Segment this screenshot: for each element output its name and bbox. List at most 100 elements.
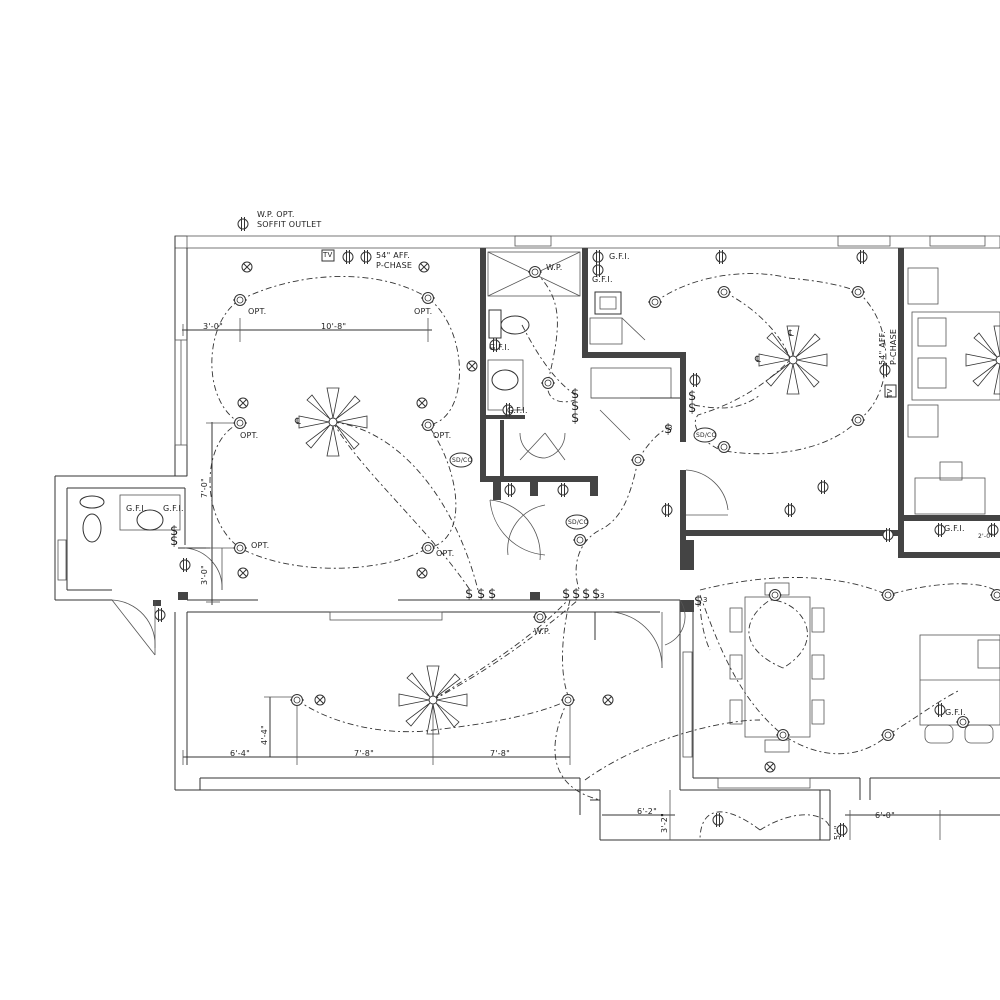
gfi-label: G.F.I.: [945, 708, 966, 717]
switch-icon: $: [170, 534, 178, 549]
outlet-icon: [715, 249, 727, 265]
gfi-label: G.F.I.: [489, 343, 510, 352]
light-icon: [850, 414, 866, 426]
switch-3way-label: 3: [703, 596, 708, 604]
doors: [111, 409, 729, 669]
opt-label: OPT.: [414, 307, 433, 316]
gfi-label: G.F.I.: [609, 252, 630, 261]
smoke-detector-label: SD/CO: [696, 432, 717, 439]
outlet-icon: [934, 702, 946, 718]
light-icon: [630, 454, 646, 466]
switch-3way-label: 3: [668, 424, 673, 432]
outlet-icon: [154, 607, 166, 623]
outlet-icon: [504, 482, 516, 498]
light-icon: [532, 611, 548, 623]
dimension-label: 3'-0": [200, 565, 209, 585]
opt-label: OPT.: [436, 549, 455, 558]
switch-icon: $: [582, 587, 590, 602]
tv-aff-note-top-1: 54" AFF.: [376, 251, 410, 260]
light-icon: [989, 589, 1000, 601]
junction-icon: [418, 261, 430, 273]
wp-label: W.P.: [534, 627, 551, 636]
light-icon: [716, 286, 732, 298]
switch-icon: $: [571, 399, 579, 414]
switch-icon: $: [688, 401, 696, 416]
switch-icon: $: [571, 387, 579, 402]
junction-icon: [314, 694, 326, 706]
dimension-label: 7'-0": [200, 478, 209, 498]
light-icon: [647, 296, 663, 308]
junction-icon: [237, 567, 249, 579]
switch-icon: $: [688, 389, 696, 404]
light-icon: [880, 729, 896, 741]
dimension-label: 7'-8": [354, 749, 374, 758]
dimension-label: 6'-4": [230, 749, 250, 758]
light-icon: [289, 694, 305, 706]
fan-icon-master: [298, 387, 368, 457]
tv-label: TV: [886, 388, 894, 398]
outlet-icon: [592, 249, 604, 265]
junction-icon: [241, 261, 253, 273]
tv-aff-note-right-1: 54" AFF.: [878, 331, 887, 365]
tv-aff-note-top-2: P-CHASE: [376, 261, 413, 270]
fan-icon-right: [965, 325, 1000, 395]
switch-icon: $: [571, 411, 579, 426]
switch-icon: $: [170, 524, 178, 539]
tv-aff-note-right-2: P-CHASE: [889, 328, 898, 365]
outlet-icon: [817, 479, 829, 495]
tv-boxes: [321, 249, 897, 398]
light-icon: [560, 694, 576, 706]
dimension-label: 3'-0": [203, 322, 223, 331]
outlet-icon: [689, 372, 701, 388]
light-icon: [232, 417, 248, 429]
light-icon: [420, 419, 436, 431]
opt-label: OPT.: [433, 431, 452, 440]
switch-icon: $: [572, 587, 580, 602]
dimension-lines: [182, 318, 1000, 840]
outlet-icon: [557, 482, 569, 498]
centerline-icon: ℄: [755, 355, 761, 365]
switch-icon: $: [465, 587, 473, 602]
dimension-label: 10'-8": [321, 322, 347, 331]
soffit-note-line2: SOFFIT OUTLET: [257, 220, 322, 229]
switch-3way-label: 3: [600, 592, 605, 600]
switch-icon: $: [694, 594, 702, 609]
outlet-icon: [342, 249, 354, 265]
light-icon: [420, 542, 436, 554]
light-icon: [540, 377, 556, 389]
switch-icon: $: [592, 587, 600, 602]
dimension-label: 5'-": [833, 825, 842, 840]
smoke-detector-label: SD/CO: [568, 519, 589, 526]
smoke-detectors: [449, 427, 717, 530]
gfi-label: G.F.I.: [944, 524, 965, 533]
light-icon: [767, 589, 783, 601]
junction-icon: [416, 567, 428, 579]
outlet-icon: [712, 812, 724, 828]
junction-icon: [764, 761, 776, 773]
junction-lights: [237, 261, 776, 773]
plumbing-fixtures: [79, 251, 646, 543]
light-icon: [880, 589, 896, 601]
outlet-icon: [237, 216, 249, 232]
switch-icon: $: [664, 422, 672, 437]
dimension-label: 4'-4": [260, 725, 269, 745]
junction-icon: [466, 360, 478, 372]
dimension-label: 7'-8": [490, 749, 510, 758]
light-icon: [716, 441, 732, 453]
junction-icon: [416, 397, 428, 409]
light-icon: [850, 286, 866, 298]
dimension-label: 2'-0": [978, 533, 994, 540]
switch-icon: $: [562, 587, 570, 602]
outlet-icon: [360, 249, 372, 265]
switch-icon: $: [477, 587, 485, 602]
centerline-icon: ℄: [295, 417, 301, 427]
light-icon: [572, 534, 588, 546]
gfi-label: G.F.I.: [163, 504, 184, 513]
outlet-icon: [784, 502, 796, 518]
opt-label: OPT.: [251, 541, 270, 550]
walls: [54, 235, 1000, 841]
outlet-icon: [179, 557, 191, 573]
dimension-label: 6'-0": [875, 811, 895, 820]
gfi-label: G.F.I.: [592, 275, 613, 284]
